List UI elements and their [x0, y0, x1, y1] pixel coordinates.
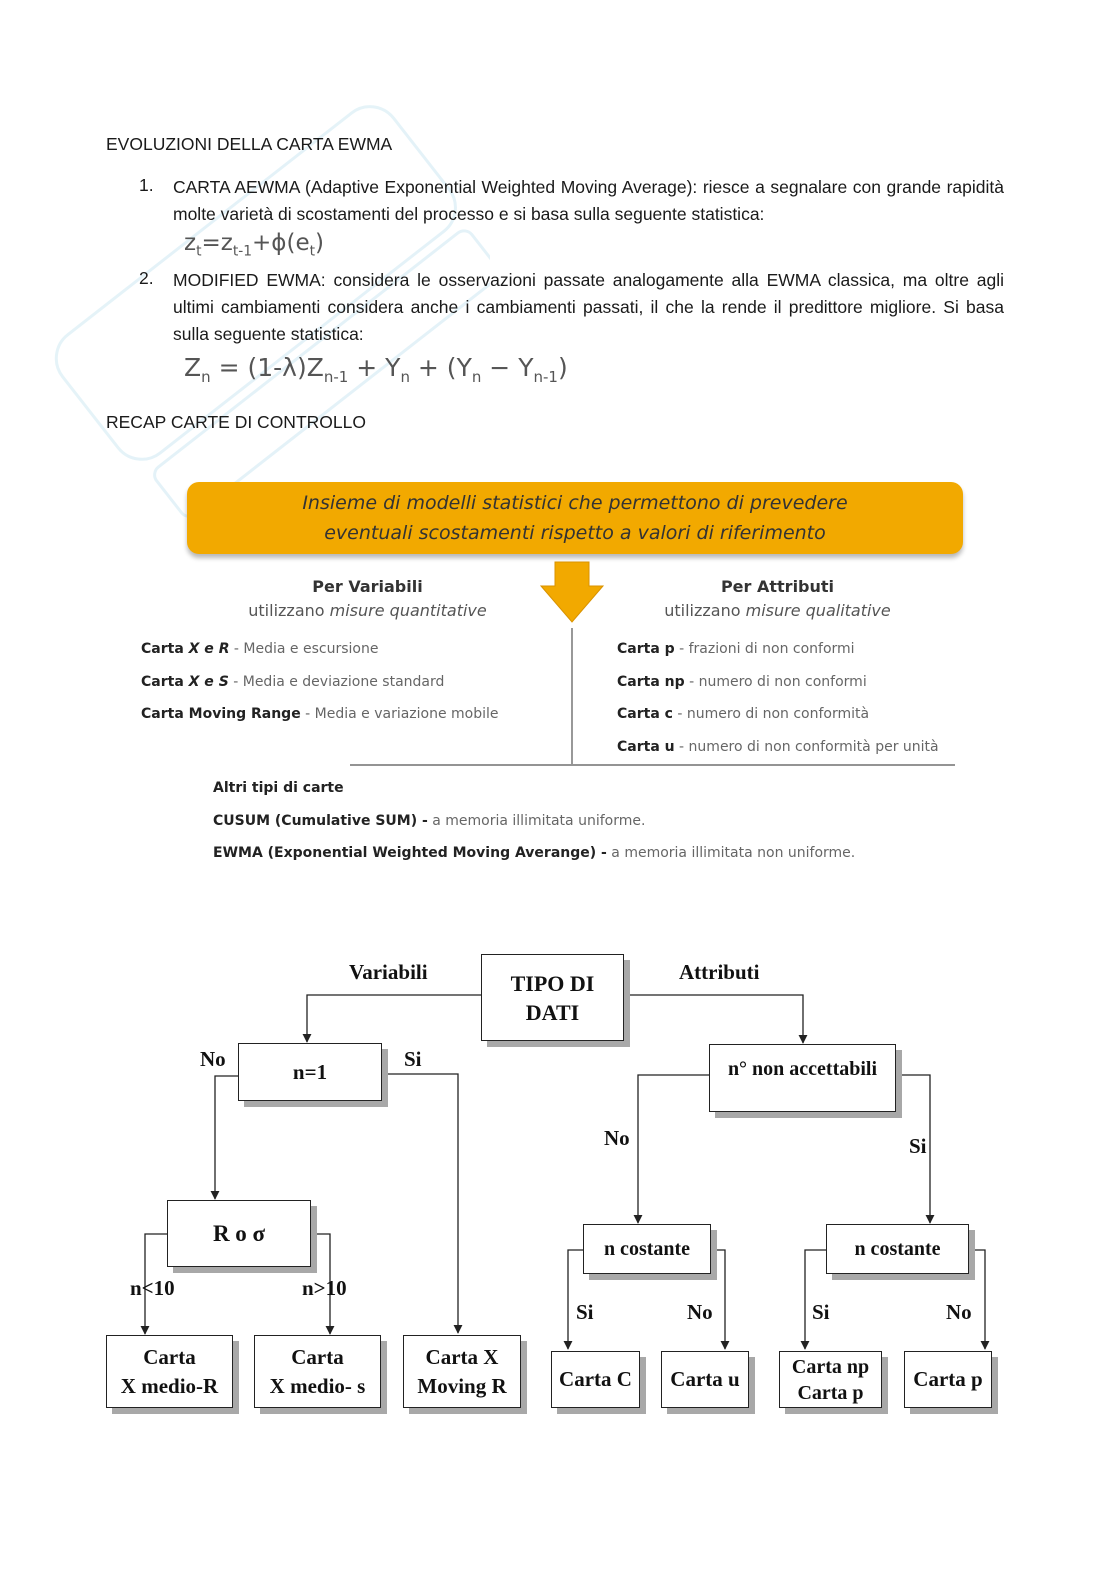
- other-item-cusum: CUSUM (Cumulative SUM) - a memoria illim…: [213, 813, 646, 829]
- right-item-c: Carta c - numero di non conformità: [617, 706, 870, 722]
- per-variabili-subtitle: utilizzano misure quantitative: [248, 601, 487, 620]
- flow-box-n-costante-left: n costante: [583, 1224, 711, 1274]
- per-attributi-subtitle: utilizzano misure qualitative: [664, 601, 891, 620]
- right-item-p: Carta p - frazioni di non conformi: [617, 641, 855, 657]
- flow-label-si-n1: Si: [404, 1047, 422, 1071]
- flow-label-no-nonacc: No: [604, 1126, 630, 1150]
- modified-ewma-paragraph: MODIFIED EWMA: considera le osservazioni…: [173, 270, 1004, 344]
- flow-label-n-lt-10: n<10: [130, 1276, 175, 1300]
- heading-recap: RECAP CARTE DI CONTROLLO: [106, 412, 366, 432]
- per-variabili-title: Per Variabili: [312, 577, 423, 596]
- flow-box-n-equals-1: n=1: [238, 1043, 382, 1101]
- flow-box-carta-p: Carta p: [904, 1351, 992, 1408]
- flow-label-variabili: Variabili: [349, 960, 428, 984]
- list-number-2: 2.: [139, 268, 154, 288]
- flow-box-r-or-sigma: R o σ: [167, 1200, 311, 1267]
- right-item-u: Carta u - numero di non conformità per u…: [617, 739, 939, 755]
- list-number-1: 1.: [139, 175, 154, 195]
- banner-line-1: Insieme di modelli statistici che permet…: [302, 492, 848, 514]
- other-charts-title: Altri tipi di carte: [213, 780, 344, 796]
- per-attributi-title: Per Attributi: [720, 577, 835, 596]
- flow-box-carta-c: Carta C: [551, 1351, 640, 1408]
- left-item-xr: Carta X e R - Media e escursione: [141, 641, 379, 657]
- flow-label-si-left: Si: [576, 1300, 594, 1324]
- heading-evoluzioni: EVOLUZIONI DELLA CARTA EWMA: [106, 134, 393, 154]
- right-item-np: Carta np - numero di non conformi: [617, 674, 867, 690]
- flow-label-si-nonacc: Si: [909, 1134, 927, 1158]
- flow-label-attributi: Attributi: [679, 960, 760, 984]
- flow-label-si-right: Si: [812, 1300, 830, 1324]
- left-item-moving-range: Carta Moving Range - Media e variazione …: [141, 706, 499, 722]
- aewma-paragraph: CARTA AEWMA (Adaptive Exponential Weight…: [173, 177, 1004, 224]
- banner-line-2: eventuali scostamenti rispetto a valori …: [324, 522, 826, 544]
- other-item-ewma: EWMA (Exponential Weighted Moving Averan…: [213, 845, 856, 861]
- flow-label-no-n1: No: [200, 1047, 226, 1071]
- flow-label-no-left: No: [687, 1300, 713, 1324]
- aewma-formula: zt=zt-1+ϕ(et): [184, 230, 325, 260]
- flow-label-n-gt-10: n>10: [302, 1276, 347, 1300]
- flow-box-carta-u: Carta u: [661, 1351, 749, 1408]
- down-arrow-icon: [539, 561, 605, 623]
- definition-banner: Insieme di modelli statistici che permet…: [187, 482, 963, 554]
- left-item-xs: Carta X e S - Media e deviazione standar…: [141, 674, 445, 690]
- flow-label-no-right: No: [946, 1300, 972, 1324]
- flow-box-n-non-accettabili: n° non accettabili: [709, 1044, 896, 1112]
- modified-ewma-formula: Zn = (1-λ)Zn-1 + Yn + (Yn − Yn-1): [184, 353, 568, 386]
- flow-box-n-costante-right: n costante: [826, 1224, 969, 1274]
